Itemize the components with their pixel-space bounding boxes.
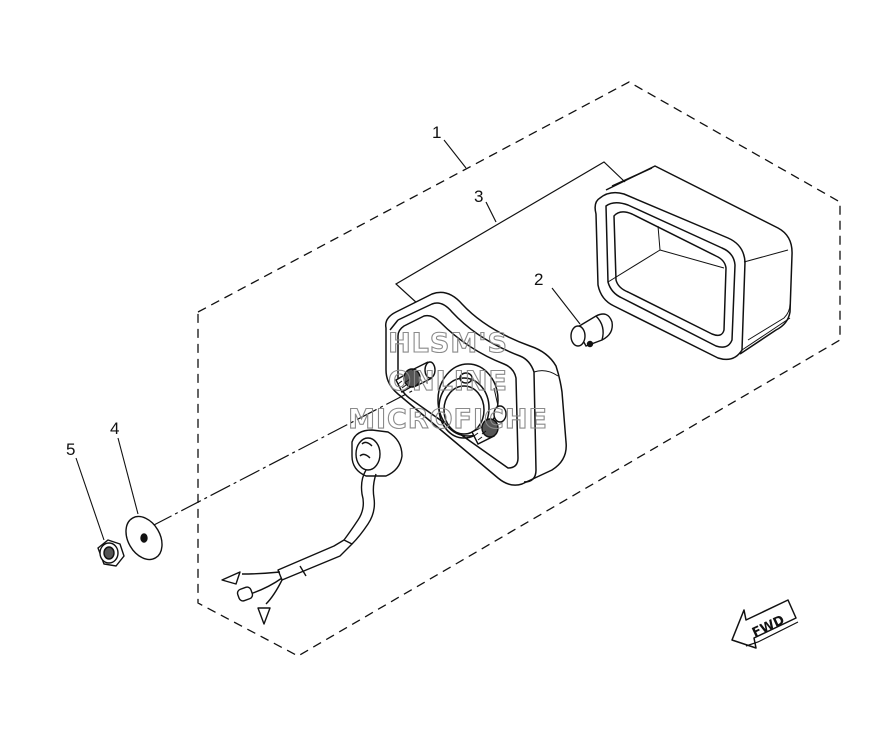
leader-2 [551,287,581,325]
socket-ring [437,363,499,439]
assembly-boundary [197,81,841,657]
callout-5: 5 [66,440,75,459]
stud-left [395,361,436,393]
assembly-axis [151,389,415,527]
watermark-line-1: HLSM'S [388,328,508,359]
callout-3: 3 [474,187,483,206]
bulb [570,313,613,348]
lens-housing [594,165,793,361]
callout-3-bracket [394,161,626,305]
callout-1: 1 [432,123,441,142]
nut [97,539,125,567]
leader-lines [75,139,581,541]
washer [125,515,163,561]
fwd-arrow-icon: FWD [731,599,799,649]
callout-4: 4 [110,419,119,438]
watermark: HLSM'S ONLINE MICROFICHE [348,327,548,435]
callout-2: 2 [534,270,543,289]
leader-1 [443,139,467,169]
leader-4 [117,437,139,515]
leader-5 [75,457,105,541]
watermark-line-2: ONLINE [388,366,508,397]
watermark-line-3: MICROFICHE [348,404,548,435]
wire-harness [221,429,403,625]
stud-right [471,405,507,445]
